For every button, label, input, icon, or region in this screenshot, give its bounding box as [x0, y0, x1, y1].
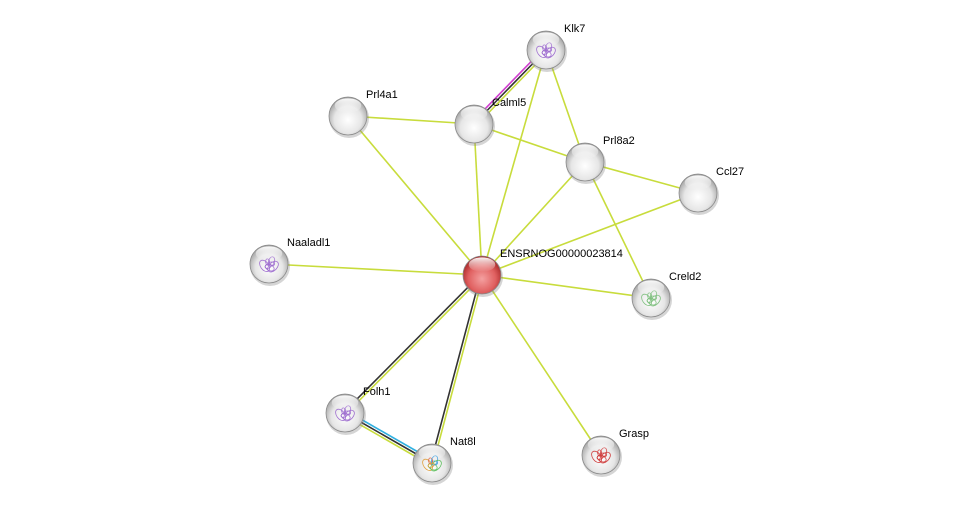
edge-center-ccl27[interactable]: [481, 192, 699, 276]
node-label: Klk7: [564, 23, 585, 35]
node-center[interactable]: ENSRNOG00000023814: [462, 248, 623, 297]
protein-structure-icon: [536, 42, 556, 59]
node-label: Folh1: [363, 386, 391, 398]
node-highlight: [532, 32, 560, 47]
edge-line: [584, 161, 699, 194]
edge-line: [268, 263, 483, 276]
node-prl4a1[interactable]: Prl4a1: [328, 89, 398, 138]
node-grasp[interactable]: Grasp: [581, 428, 649, 477]
edge-line: [545, 49, 586, 163]
edge-center-grasp[interactable]: [481, 274, 602, 456]
node-highlight: [468, 257, 496, 272]
edge-line: [481, 161, 586, 276]
node-label: Ccl27: [716, 166, 744, 178]
edge-klk7-prl8a2[interactable]: [545, 49, 586, 163]
edge-line: [473, 123, 586, 163]
node-highlight: [637, 280, 665, 295]
node-naaladl1[interactable]: Naaladl1: [249, 237, 330, 286]
node-label: Creld2: [669, 271, 701, 283]
edge-center-nat8l[interactable]: [429, 274, 485, 464]
node-label: Grasp: [619, 428, 649, 440]
edge-line: [345, 275, 484, 415]
edge-prl4a1-calml5[interactable]: [347, 115, 475, 125]
node-highlight: [460, 106, 488, 121]
edge-center-creld2[interactable]: [481, 274, 652, 299]
edge-line: [473, 123, 483, 276]
edge-center-prl4a1[interactable]: [347, 115, 483, 276]
edge-center-naaladl1[interactable]: [268, 263, 483, 276]
node-label: Calml5: [492, 97, 526, 109]
node-klk7[interactable]: Klk7: [526, 23, 585, 72]
edge-line: [347, 115, 483, 276]
edge-line: [432, 275, 485, 464]
edge-line: [347, 115, 475, 125]
node-highlight: [334, 98, 362, 113]
node-ccl27[interactable]: Ccl27: [678, 166, 744, 215]
node-nat8l[interactable]: Nat8l: [412, 436, 476, 485]
node-creld2[interactable]: Creld2: [631, 271, 701, 320]
node-highlight: [571, 144, 599, 159]
node-highlight: [587, 437, 615, 452]
edge-line: [481, 49, 547, 276]
edge-prl8a2-ccl27[interactable]: [584, 161, 699, 194]
node-label: ENSRNOG00000023814: [500, 248, 623, 260]
node-highlight: [331, 395, 359, 410]
edge-line: [481, 274, 602, 456]
node-prl8a2[interactable]: Prl8a2: [565, 135, 635, 184]
node-highlight: [684, 175, 712, 190]
edge-line: [429, 274, 482, 463]
node-label: Nat8l: [450, 436, 476, 448]
edge-line: [481, 192, 699, 276]
edge-line: [584, 161, 652, 299]
edge-center-calml5[interactable]: [473, 123, 483, 276]
node-highlight: [418, 445, 446, 460]
edge-center-folh1[interactable]: [343, 273, 484, 415]
nodes: Klk7Prl4a1Calml5Prl8a2Ccl27Naaladl1ENSRN…: [249, 23, 744, 485]
node-label: Naaladl1: [287, 237, 330, 249]
node-folh1[interactable]: Folh1: [325, 386, 391, 435]
edge-calml5-prl8a2[interactable]: [473, 123, 586, 163]
node-label: Prl4a1: [366, 89, 398, 101]
edge-line: [481, 274, 652, 299]
node-label: Prl8a2: [603, 135, 635, 147]
edge-line: [343, 273, 482, 413]
edge-prl8a2-creld2[interactable]: [584, 161, 652, 299]
protein-structure-icon: [422, 455, 442, 472]
node-calml5[interactable]: Calml5: [454, 97, 526, 146]
node-highlight: [255, 246, 283, 261]
edge-center-prl8a2[interactable]: [481, 161, 586, 276]
edge-center-klk7[interactable]: [481, 49, 547, 276]
